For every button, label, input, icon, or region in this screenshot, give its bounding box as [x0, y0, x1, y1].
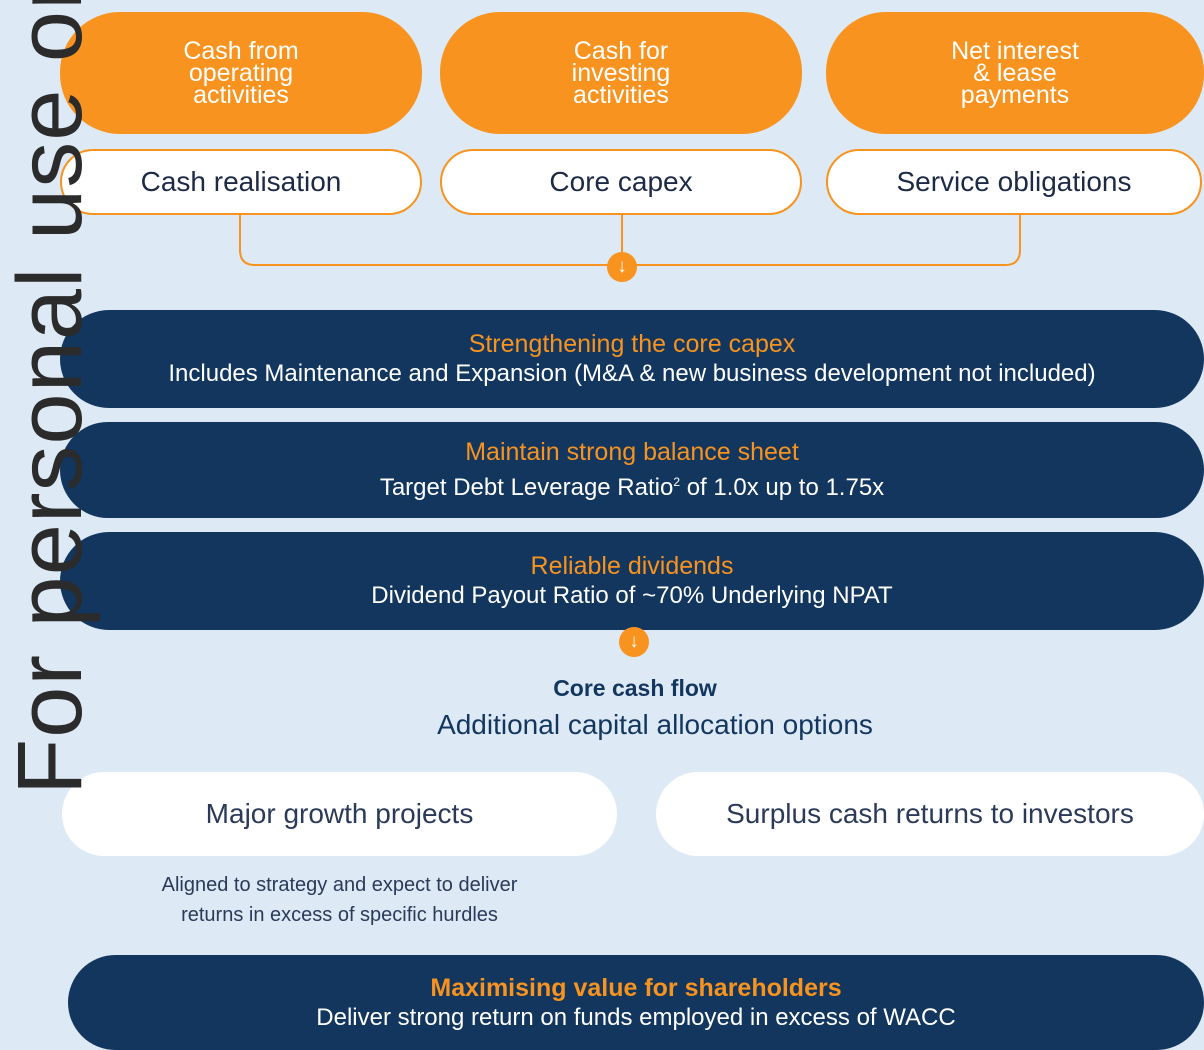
strengthening-core-capex-bar: Strengthening the core capex Includes Ma…: [60, 310, 1204, 408]
bar-heading: Reliable dividends: [530, 552, 734, 580]
bar-text: Target Debt Leverage Ratio2 of 1.0x up t…: [379, 474, 885, 501]
maximising-value-bar: Maximising value for shareholders Delive…: [68, 955, 1204, 1050]
down-arrow-icon: ↓: [619, 627, 649, 657]
bar-text: Includes Maintenance and Expansion (M&A …: [168, 360, 1096, 387]
service-obligations-pill: Service obligations: [826, 149, 1202, 215]
bar-text: Deliver strong return on funds employed …: [316, 1003, 956, 1031]
core-capex-pill: Core capex: [440, 149, 802, 215]
reliable-dividends-bar: Reliable dividends Dividend Payout Ratio…: [60, 532, 1204, 630]
bar-text: Dividend Payout Ratio of ~70% Underlying…: [371, 582, 893, 609]
surplus-cash-returns-pill: Surplus cash returns to investors: [656, 772, 1204, 856]
bar-heading: Strengthening the core capex: [468, 330, 796, 358]
bar-heading: Maintain strong balance sheet: [465, 438, 799, 466]
core-cash-flow-title: Core cash flow: [553, 675, 717, 701]
down-arrow-icon: ↓: [607, 252, 637, 282]
watermark-text: For personal use only: [0, 0, 101, 795]
cash-realisation-pill: Cash realisation: [60, 149, 422, 215]
major-growth-projects-pill: Major growth projects: [62, 772, 617, 856]
bar-heading: Maximising value for shareholders: [430, 973, 842, 1002]
maintain-balance-sheet-bar: Maintain strong balance sheet Target Deb…: [60, 422, 1204, 518]
core-cash-flow-subtitle: Additional capital allocation options: [437, 709, 873, 740]
growth-projects-note: Aligned to strategy and expect to delive…: [161, 874, 518, 926]
